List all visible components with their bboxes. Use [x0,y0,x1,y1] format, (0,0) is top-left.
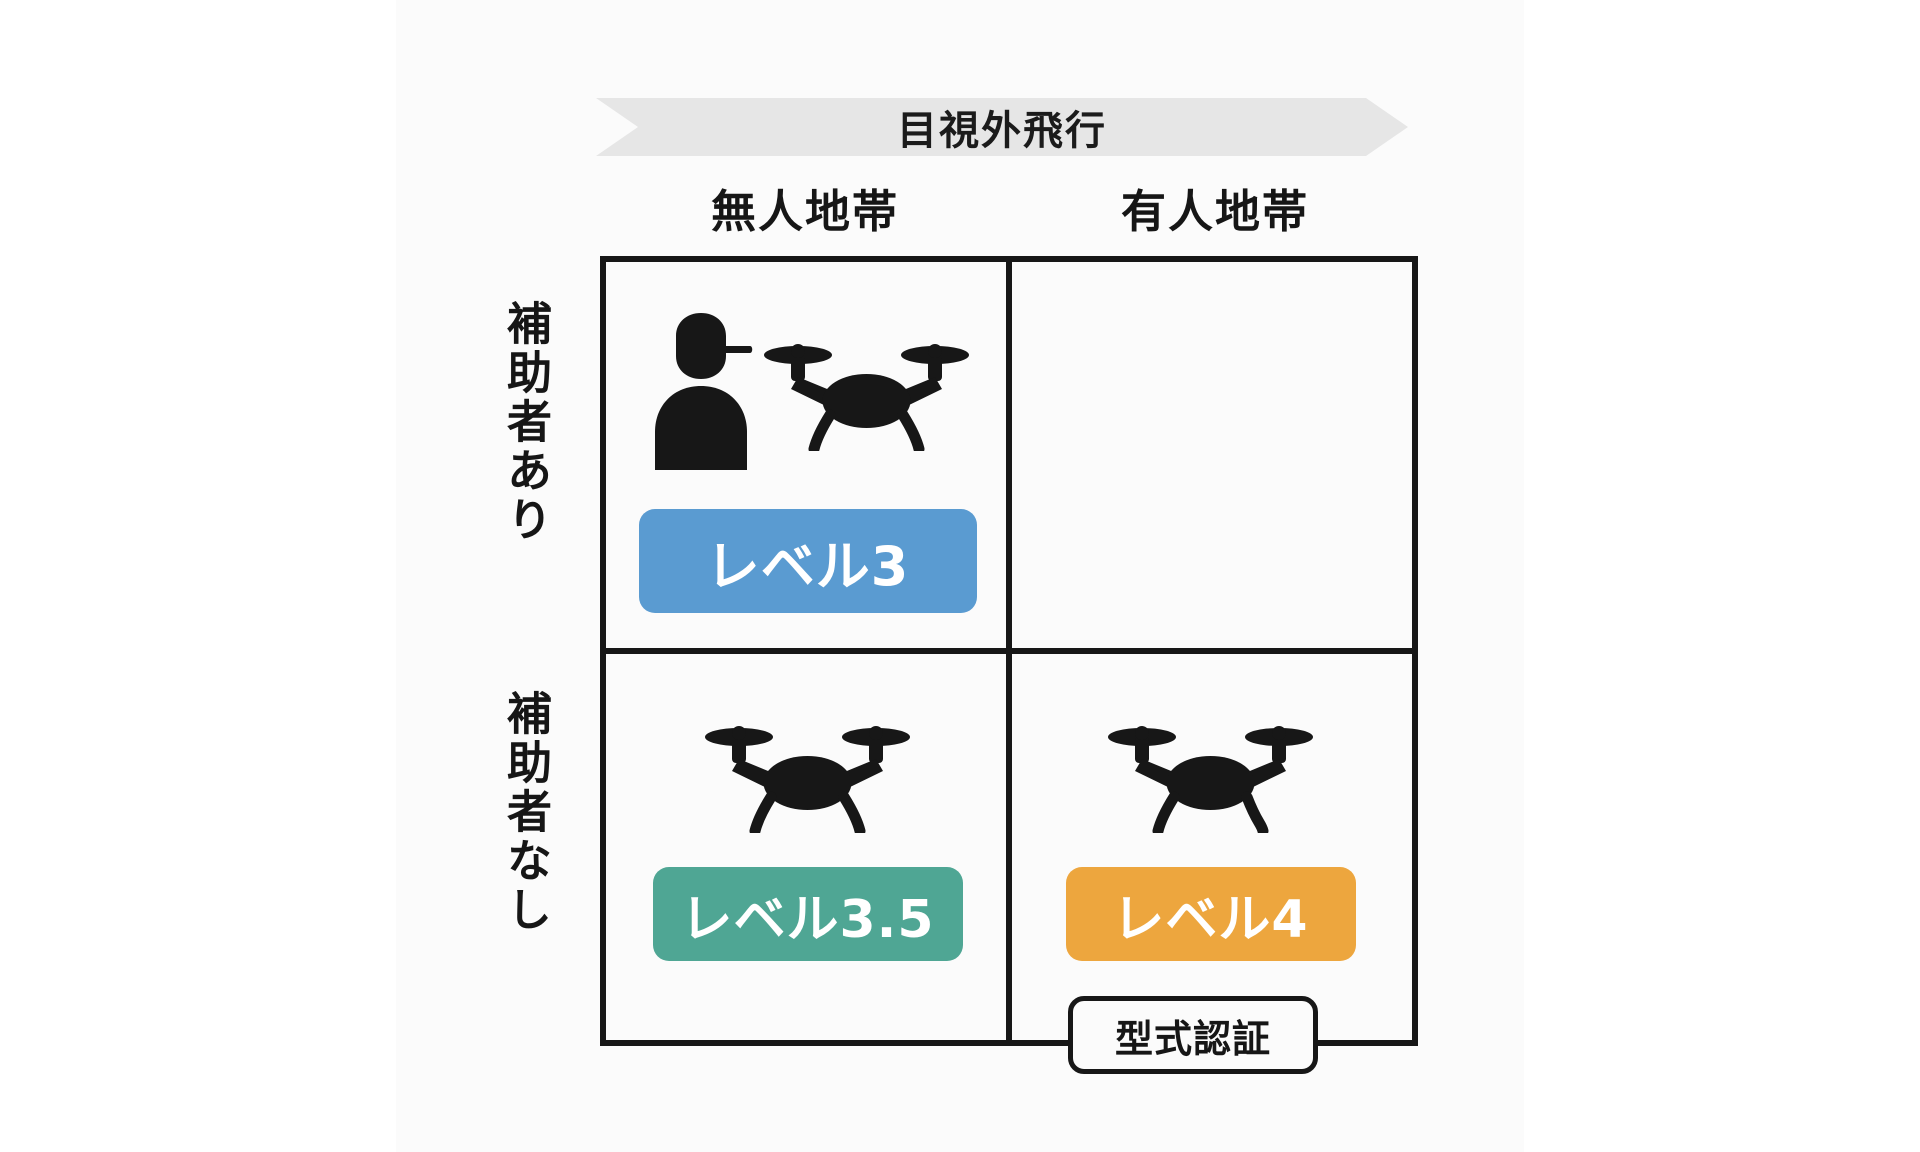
banner: 目視外飛行 [596,98,1408,156]
grid-horizontal-divider [606,648,1412,654]
cell-artwork [1009,699,1412,849]
drone-icon [764,343,969,451]
column-header-unmanned: 無人地帯 [710,185,899,238]
cell-unmanned-without-observer: レベル3.5 [606,651,1009,1040]
badge-level-4: レベル4 [1065,867,1356,961]
column-header-populated: 有人地帯 [1120,185,1309,238]
banner-label: 目視外飛行 [897,108,1107,154]
row-header-with-observer: 補助者あり [499,300,552,545]
operator-person-icon [655,312,753,470]
matrix-grid: レベル3 [600,256,1418,1046]
cell-unmanned-with-observer: レベル3 [606,262,1009,651]
drone-icon [1108,726,1313,833]
cell-artwork [606,699,1009,849]
cell-populated-with-observer [1009,262,1412,651]
drone-icon [705,726,910,833]
banner-shape [596,98,1408,156]
cell-artwork [606,284,1009,499]
cell-populated-without-observer: レベル4 [1009,651,1412,1040]
badge-level-3: レベル3 [638,509,977,613]
badge-level-3-5: レベル3.5 [652,867,963,961]
type-certification-callout: 型式認証 [1068,996,1318,1074]
row-header-without-observer: 補助者なし [499,690,552,935]
